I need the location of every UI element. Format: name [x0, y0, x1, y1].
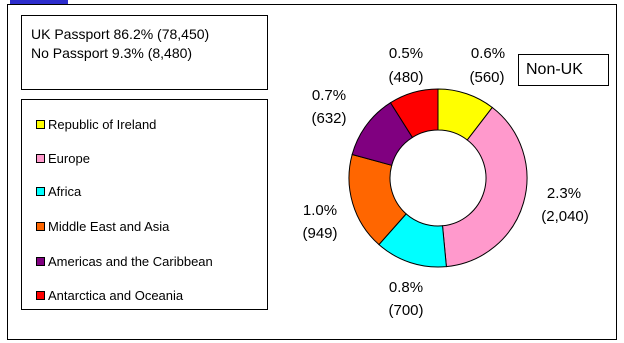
group-label-box: Non-UK	[518, 54, 609, 86]
legend-item-republic-of-ireland: Republic of Ireland	[36, 116, 156, 132]
legend-swatch	[36, 153, 45, 163]
slice-label-europe-count: (2,040)	[541, 208, 589, 225]
donut-slice-antarctica-and-oceania	[389, 88, 439, 139]
group-label: Non-UK	[526, 61, 583, 78]
slice-label-americas-and-the-caribbean-count: (632)	[311, 110, 346, 127]
legend-item-europe: Europe	[36, 150, 90, 166]
legend-label: Americas and the Caribbean	[48, 253, 213, 269]
legend-item-middle-east-and-asia: Middle East and Asia	[36, 218, 169, 234]
slice-label-middle-east-and-asia-count: (949)	[302, 225, 337, 242]
legend-label: Europe	[48, 150, 90, 166]
legend-swatch	[36, 290, 45, 300]
legend-swatch	[36, 186, 45, 196]
slice-label-europe-percent: 2.3%	[547, 185, 581, 202]
donut-labels: 0.6% (560) 2.3% (2,040) 0.8% (700) 1.0% …	[302, 45, 588, 319]
legend-label: Middle East and Asia	[48, 218, 170, 234]
slice-label-republic-of-ireland-count: (560)	[469, 69, 504, 86]
summary-box: UK Passport 86.2% (78,450) No Passport 9…	[21, 15, 268, 90]
legend-swatch	[36, 256, 45, 266]
slice-label-africa-percent: 0.8%	[389, 279, 423, 296]
legend-swatch	[36, 119, 45, 129]
slice-label-antarctica-and-oceania-count: (480)	[388, 69, 423, 86]
title-sliver	[10, 0, 68, 5]
legend-swatch	[36, 221, 45, 231]
legend-label: Antarctica and Oceania	[48, 287, 184, 303]
no-passport-line: No Passport 9.3% (8,480)	[31, 45, 193, 61]
slice-label-africa-count: (700)	[388, 302, 423, 319]
slice-label-republic-of-ireland-percent: 0.6%	[471, 45, 505, 62]
donut-slice-europe	[441, 106, 528, 268]
slice-label-middle-east-and-asia-percent: 1.0%	[303, 202, 337, 219]
legend-item-americas-and-the-caribbean: Americas and the Caribbean	[36, 253, 213, 269]
slice-label-antarctica-and-oceania-percent: 0.5%	[389, 45, 423, 62]
legend-label: Republic of Ireland	[48, 116, 157, 132]
donut-slices	[348, 88, 528, 268]
legend-label: Africa	[48, 183, 82, 199]
legend-item-africa: Africa	[36, 183, 81, 199]
legend: Republic of Ireland Europe Africa Middle…	[21, 99, 268, 310]
slice-label-americas-and-the-caribbean-percent: 0.7%	[312, 87, 346, 104]
legend-item-antarctica-and-oceania: Antarctica and Oceania	[36, 287, 183, 303]
uk-passport-line: UK Passport 86.2% (78,450)	[31, 26, 210, 42]
